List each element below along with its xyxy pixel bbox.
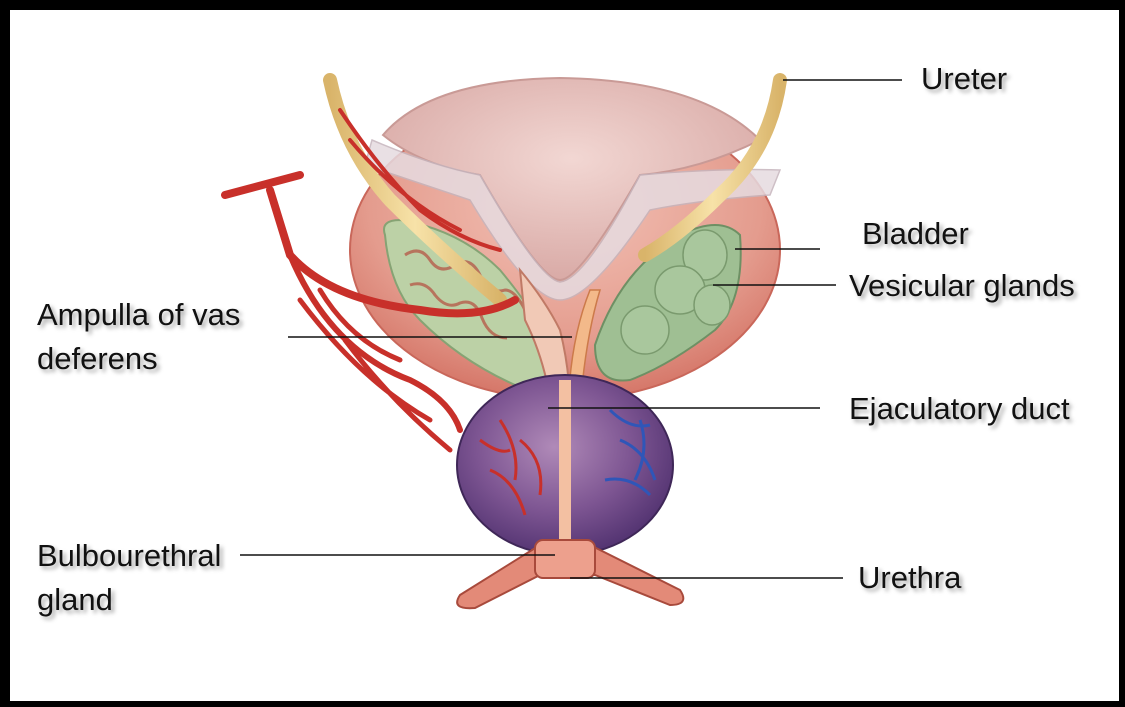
label-vesicular-glands: Vesicular glands [849, 268, 1075, 304]
label-bulbourethral-line-2: gland [37, 582, 113, 618]
urethra-bulb [457, 540, 683, 608]
prostate [457, 375, 673, 555]
label-bulbourethral-line-1: Bulbourethral [37, 538, 221, 574]
label-ampulla-line-1: Ampulla of vas [37, 297, 240, 333]
label-bladder: Bladder [862, 216, 969, 252]
label-ampulla-line-2: deferens [37, 341, 158, 377]
label-urethra: Urethra [858, 560, 961, 596]
label-ejaculatory-duct: Ejaculatory duct [849, 391, 1070, 427]
label-ureter: Ureter [921, 61, 1007, 97]
